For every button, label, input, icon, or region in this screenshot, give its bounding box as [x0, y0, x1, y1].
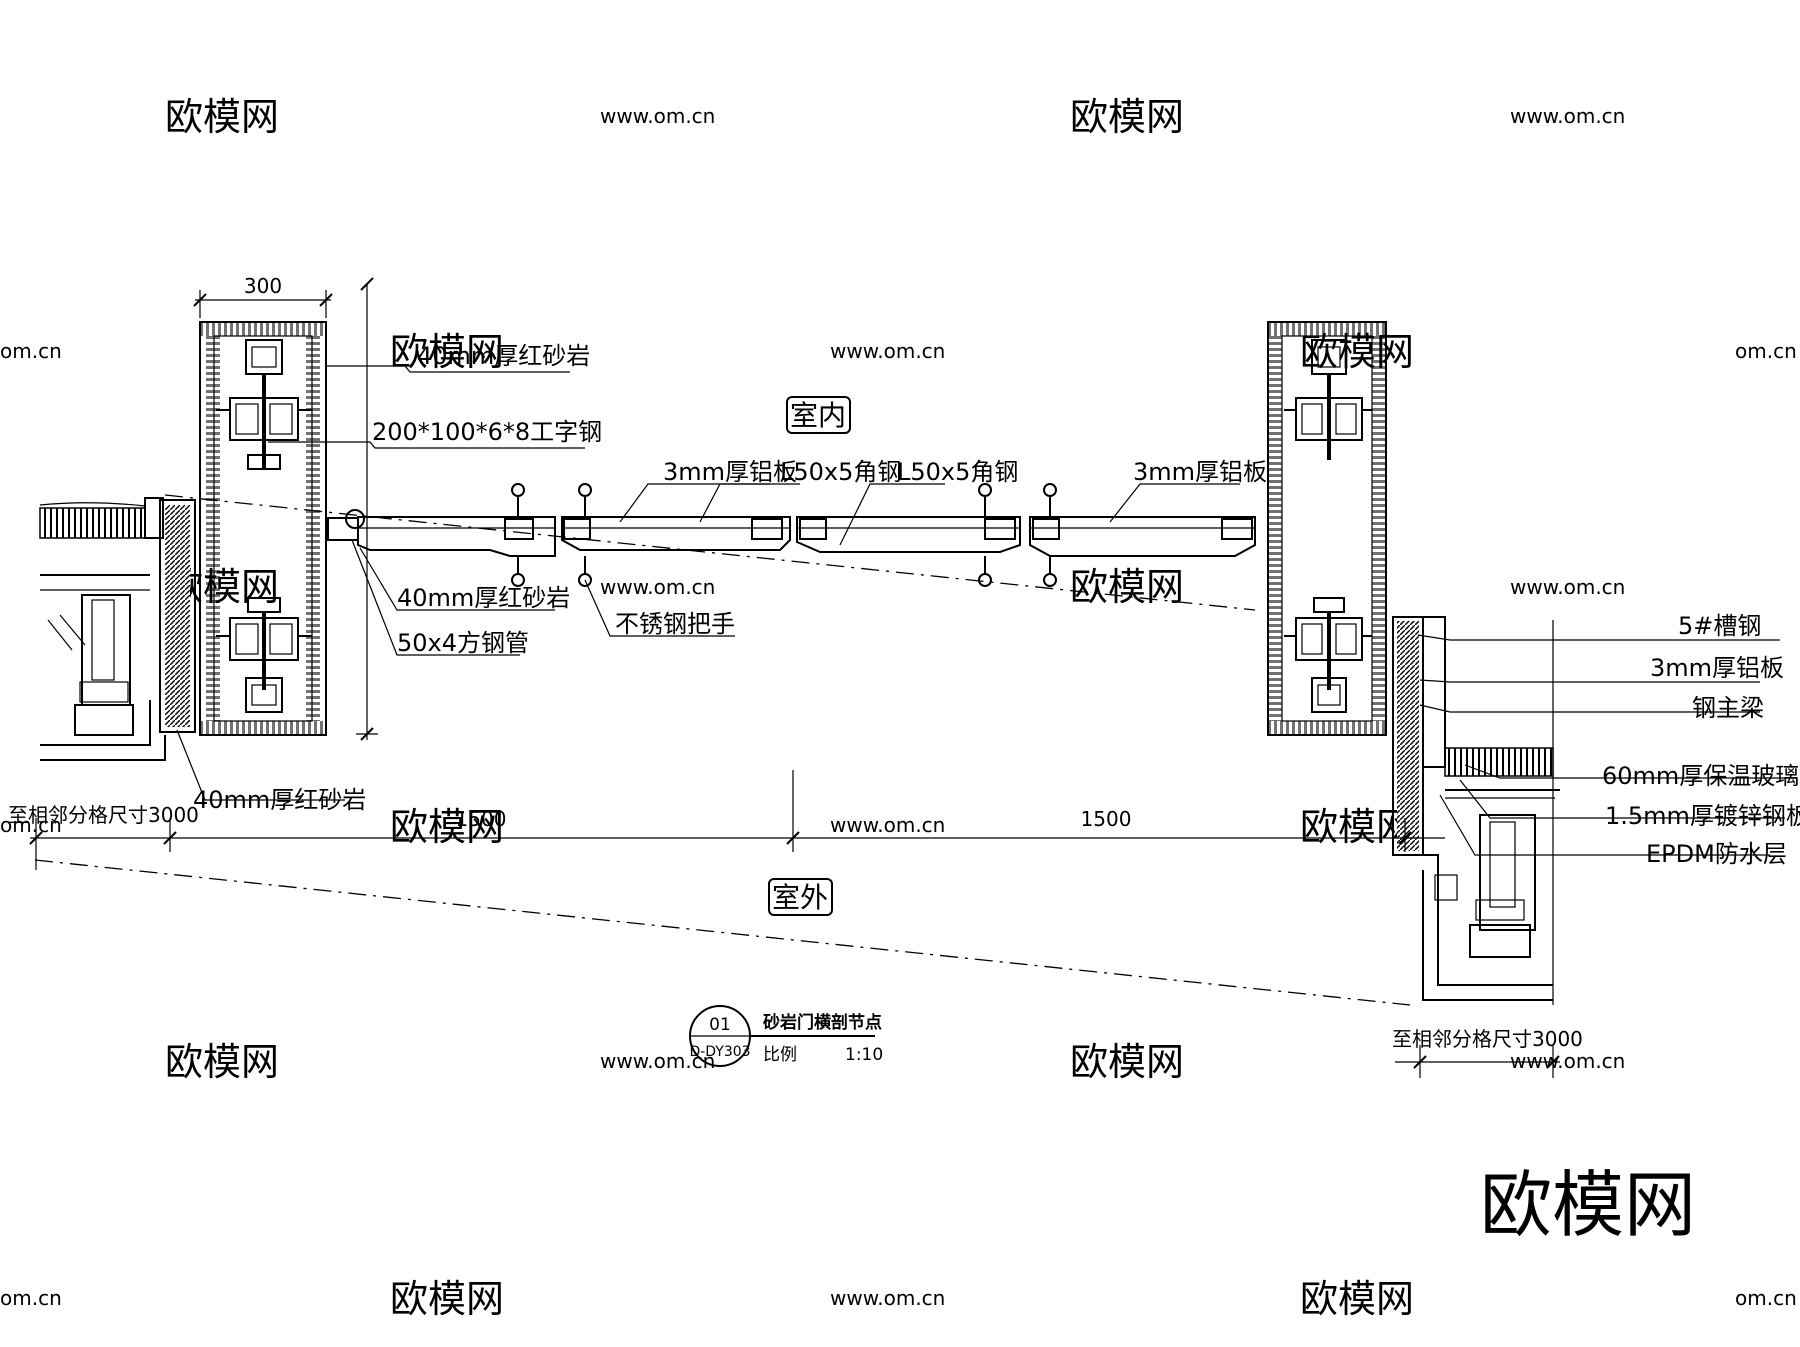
- watermark: 欧模网: [390, 1277, 504, 1321]
- watermark: 欧模网: [1070, 95, 1184, 139]
- brand-watermark: 欧模网: [1480, 1163, 1696, 1247]
- dimension-label: 300: [244, 274, 282, 298]
- handle-knob-icon: [1043, 483, 1057, 497]
- label-outdoor: 室外: [772, 881, 828, 914]
- watermark: www.om.cn: [600, 575, 715, 599]
- detail-sheet: D-DY303: [689, 1044, 750, 1060]
- watermark: www.om.cn: [1510, 575, 1625, 599]
- left-pillar: [199, 321, 327, 736]
- handle-knob-icon: [511, 483, 525, 497]
- handle-knob-icon: [578, 483, 592, 497]
- watermark: www.om.cn: [1510, 104, 1625, 128]
- detail-title: 砂岩门横剖节点: [763, 1012, 882, 1033]
- label-angle-1: L50x5角钢: [780, 458, 901, 486]
- watermark: www.om.cn: [1510, 1049, 1625, 1073]
- handle-knob-icon: [578, 573, 592, 587]
- watermark: 欧模网: [390, 805, 504, 849]
- room-tag-outdoor: 室外: [768, 878, 833, 916]
- handle-knob-icon: [978, 573, 992, 587]
- label-sandstone-low: 40mm厚红砂岩: [193, 786, 366, 814]
- stainless-handles: [511, 483, 1057, 587]
- square-tube: [327, 517, 359, 541]
- dimension-label: 1500: [456, 807, 507, 831]
- label-sandstone-top: 40mm厚红砂岩: [417, 342, 590, 370]
- right-wall-assembly: [1392, 616, 1560, 1001]
- i-beam-connector: [216, 339, 312, 470]
- label-insulation: 60mm厚保温玻璃棉: [1602, 762, 1800, 790]
- label-sandstone-mid: 40mm厚红砂岩: [397, 584, 570, 612]
- watermark: www.om.cn: [830, 339, 945, 363]
- dimension-right-3000: [1395, 620, 1560, 1078]
- dimension-1500-row: 1500 1500: [29, 770, 1445, 870]
- label-alu-left: 3mm厚铝板: [663, 458, 797, 486]
- label-alu-side: 3mm厚铝板: [1650, 654, 1784, 682]
- watermark: 欧模网: [390, 330, 504, 374]
- right-pillar: [1267, 321, 1387, 736]
- watermark: 欧模网: [1070, 565, 1184, 609]
- centerline-lower: [34, 859, 1411, 1006]
- watermark: om.cn: [0, 813, 62, 837]
- label-indoor: 室内: [790, 399, 846, 432]
- handle-knob-icon: [978, 483, 992, 497]
- door-leaves: [327, 509, 1256, 557]
- watermark: www.om.cn: [600, 104, 715, 128]
- label-adjacent-left: 至相邻分格尺寸3000: [8, 803, 199, 827]
- dimension-vertical-left: [356, 277, 378, 741]
- watermark: 欧模网: [1300, 1277, 1414, 1321]
- watermark: om.cn: [0, 339, 62, 363]
- i-beam-connector: [1284, 339, 1372, 460]
- pivot-icon: [345, 509, 365, 529]
- detail-number: 01: [709, 1015, 731, 1035]
- dimension-label: 1500: [1081, 807, 1132, 831]
- detail-scale: 1:10: [845, 1045, 883, 1065]
- watermark: 欧模网: [1070, 1040, 1184, 1084]
- title-block: 01 D-DY303 砂岩门横剖节点 比例 1:10: [689, 1005, 883, 1067]
- label-epdm: EPDM防水层: [1646, 840, 1787, 868]
- room-tag-indoor: 室内: [786, 396, 851, 434]
- label-main-beam: 钢主梁: [1692, 694, 1764, 722]
- watermark: om.cn: [1735, 339, 1797, 363]
- label-handle: 不锈钢把手: [615, 610, 735, 638]
- handle-knob-icon: [1043, 573, 1057, 587]
- watermark: 欧模网: [1300, 805, 1414, 849]
- label-i-beam: 200*100*6*8工字钢: [372, 418, 602, 446]
- watermark-layer: 欧模网 欧模网 www.om.cn www.om.cn om.cn 欧模网 ww…: [0, 95, 1797, 1321]
- left-wall-assembly: [39, 497, 196, 761]
- handle-knob-icon: [511, 573, 525, 587]
- watermark: om.cn: [1735, 1286, 1797, 1310]
- watermark: 欧模网: [165, 95, 279, 139]
- watermark: 欧模网: [165, 1040, 279, 1084]
- label-angle-2: L50x5角钢: [897, 458, 1018, 486]
- detail-scale-label: 比例: [763, 1045, 797, 1065]
- label-square-tube: 50x4方钢管: [397, 629, 529, 657]
- i-beam-connector: [1284, 597, 1372, 713]
- label-channel: 5#槽钢: [1678, 612, 1761, 640]
- label-alu-right: 3mm厚铝板: [1133, 458, 1267, 486]
- leaders: [176, 365, 1795, 856]
- label-adjacent-right: 至相邻分格尺寸3000: [1392, 1027, 1583, 1051]
- watermark: www.om.cn: [830, 813, 945, 837]
- watermark: om.cn: [0, 1286, 62, 1310]
- dimension-300: 300: [193, 274, 333, 318]
- label-galv-sheet: 1.5mm厚镀锌钢板: [1605, 802, 1800, 830]
- i-beam-connector: [216, 597, 312, 713]
- watermark: www.om.cn: [830, 1286, 945, 1310]
